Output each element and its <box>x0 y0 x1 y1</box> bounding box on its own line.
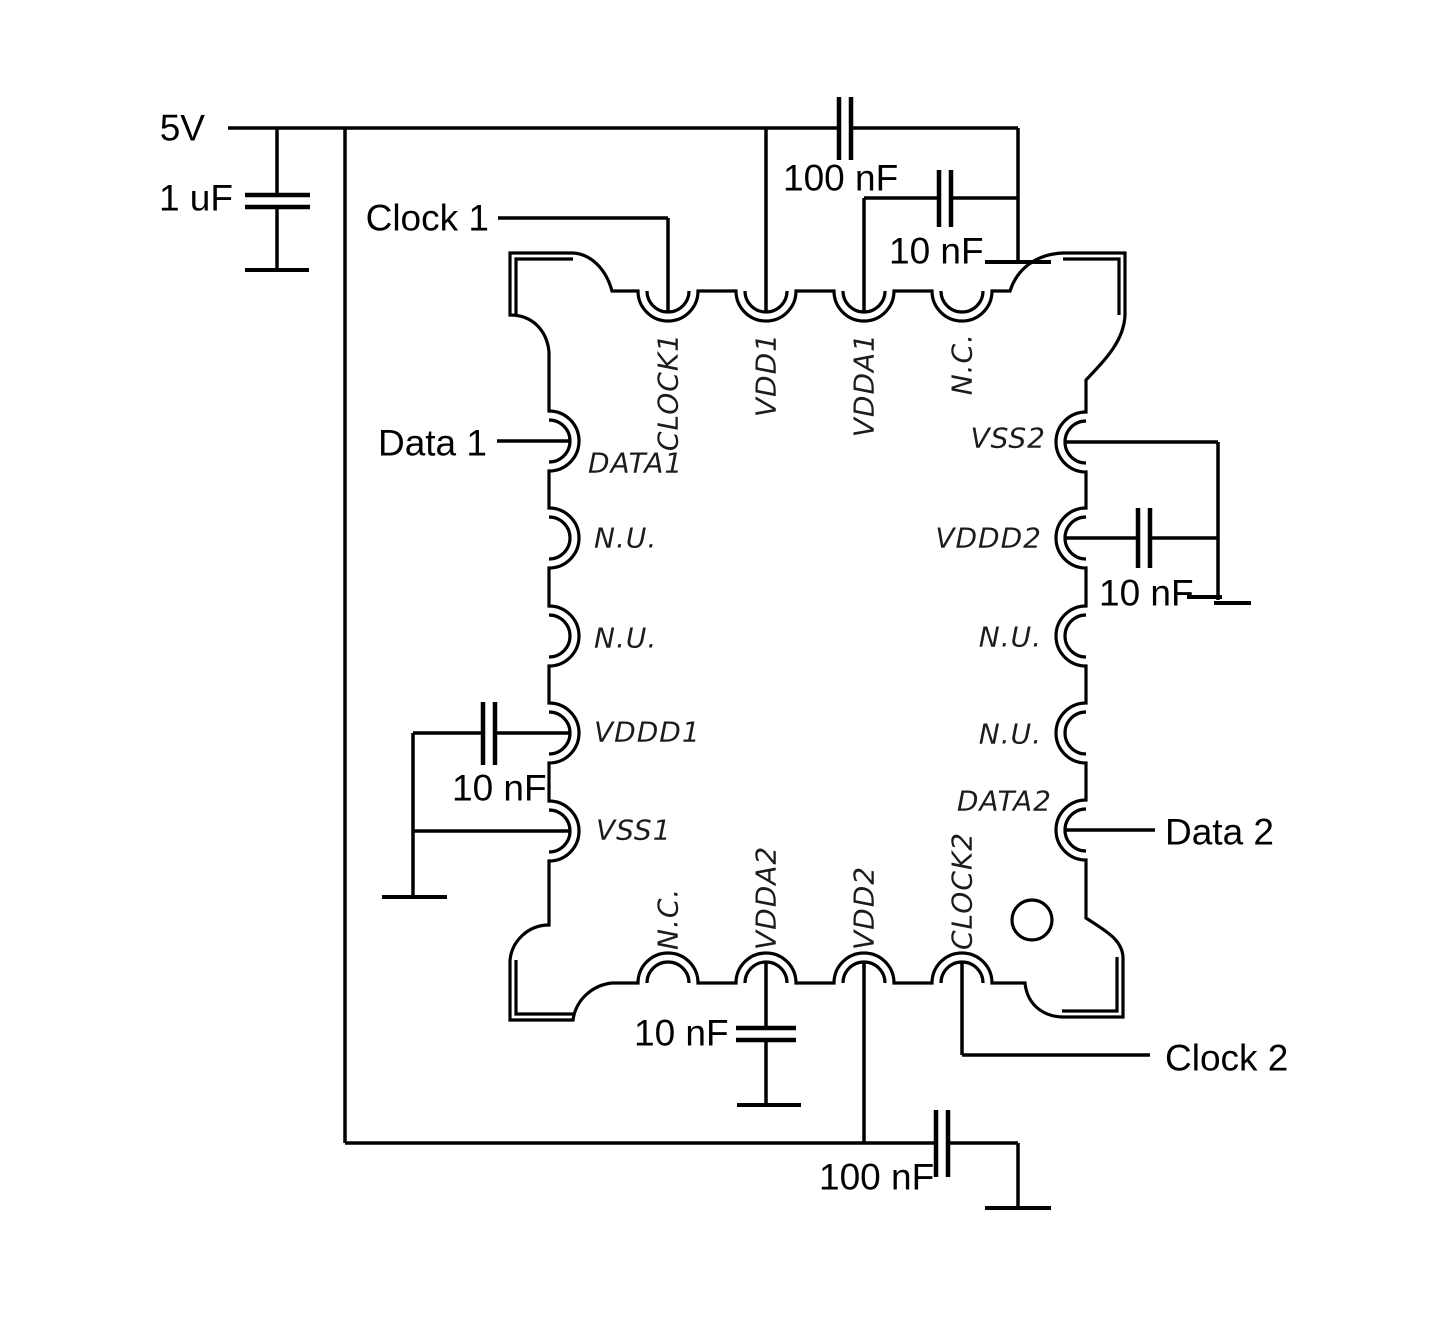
cap-1uf-plates <box>245 192 310 210</box>
chip-outline <box>508 251 1127 1022</box>
data1-label: Data 1 <box>378 423 487 464</box>
pin-label-clock1: CLOCK1 <box>652 333 685 451</box>
cap-10nf-top-right-plates <box>936 170 954 227</box>
cap-100nf-top-label: 100 nF <box>783 158 898 199</box>
cap-10nf-bottom-label: 10 nF <box>634 1013 729 1054</box>
pin-label-vdda1: VDDA1 <box>848 333 881 437</box>
bulk-cap-label: 1 uF <box>159 178 233 219</box>
pin-label-nc-bottom: N.C. <box>652 888 685 950</box>
cap-100nf-bottom-label: 100 nF <box>819 1157 934 1198</box>
pin-label-vss2: VSS2 <box>970 422 1046 455</box>
wire-left-vertical-rail <box>343 128 936 1145</box>
pin-label-nu-right-2: N.U. <box>979 718 1042 751</box>
cap-10nf-right-plates <box>1135 508 1153 568</box>
pin-label-vdda2: VDDA2 <box>750 846 783 950</box>
cap-10nf-bottom-plates <box>736 1025 796 1043</box>
pin-label-nu-left-2: N.U. <box>594 622 657 655</box>
chip-corner-pad-inner-lines <box>514 257 1121 1016</box>
clock2-label: Clock 2 <box>1165 1038 1288 1079</box>
pin-label-nc-top: N.C. <box>946 333 979 395</box>
pin-label-vddd2: VDDD2 <box>935 522 1042 555</box>
cap-10nf-top-right-label: 10 nF <box>889 231 984 272</box>
wire-vddd1-vss1-ground <box>411 731 570 897</box>
data2-label: Data 2 <box>1165 812 1274 853</box>
pin-label-vss1: VSS1 <box>596 814 672 847</box>
wire-bottom-100nf-to-ground <box>948 1141 1020 1208</box>
wire-clock2 <box>960 961 1150 1057</box>
cap-100nf-bottom-plates <box>933 1110 951 1177</box>
pin1-indicator-circle <box>1010 898 1054 942</box>
pin-label-nu-right-1: N.U. <box>979 621 1042 654</box>
power-rail-label: 5V <box>160 108 206 149</box>
cap-10nf-right-label: 10 nF <box>1099 573 1194 614</box>
pin-label-data2: DATA2 <box>957 785 1052 818</box>
clock1-label: Clock 1 <box>366 198 489 239</box>
wire-vdda1-and-10nf-top <box>862 128 1020 313</box>
cap-10nf-left-plates <box>480 702 498 765</box>
cap-10nf-left-label: 10 nF <box>452 768 547 809</box>
pin-label-clock2: CLOCK2 <box>946 832 979 950</box>
pin-label-data1: DATA1 <box>588 447 683 480</box>
pin-label-nu-left-1: N.U. <box>594 522 657 555</box>
cap-100nf-top-plates <box>836 97 854 160</box>
pin-label-vddd1: VDDD1 <box>594 716 701 749</box>
wire-clock1 <box>498 216 670 313</box>
wire-vss2-vddd2-ground <box>1065 440 1220 600</box>
ground-bar-right <box>1187 595 1251 605</box>
pin-label-vdd2: VDD2 <box>848 866 881 950</box>
pin-label-vdd1: VDD1 <box>750 333 783 417</box>
